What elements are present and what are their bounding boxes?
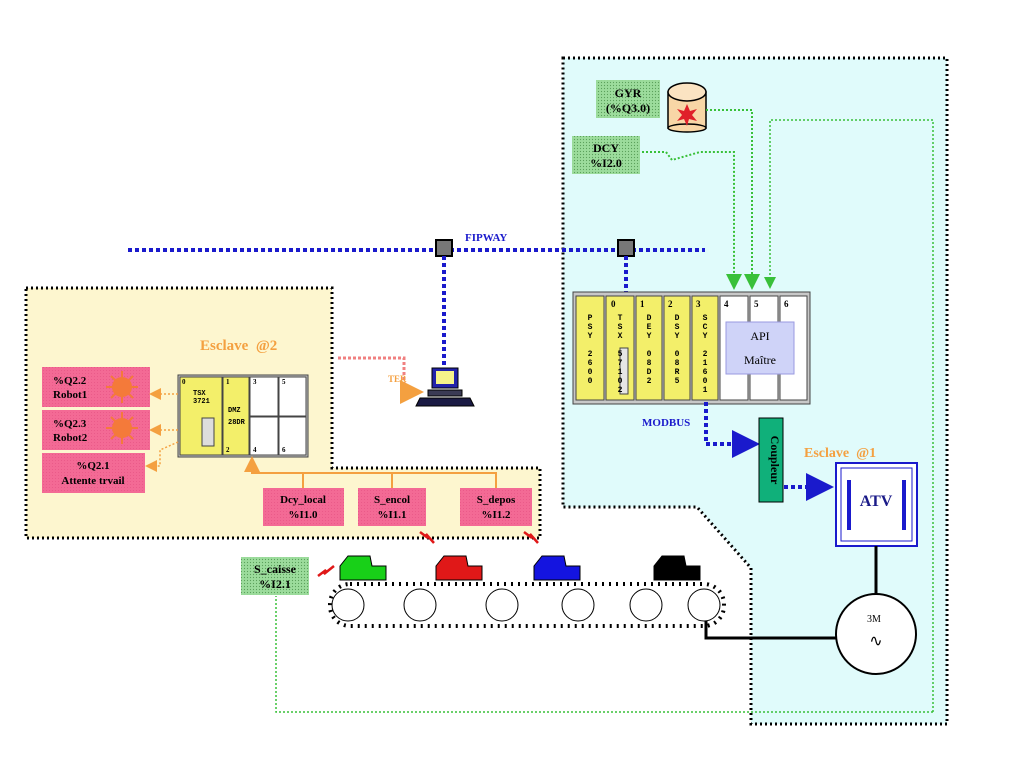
slot-number-3: 3: [696, 299, 701, 309]
s-caisse-line1: S_caisse: [254, 562, 297, 576]
master-plc-rack: [572, 291, 811, 405]
output-attente-line2: Attente trvail: [61, 475, 124, 487]
terminal-computer-icon: [415, 367, 475, 407]
sun-icon-robot1: [106, 371, 138, 403]
input-s-depos-line1: S_depos: [477, 494, 516, 506]
ter-label: TER: [388, 374, 407, 384]
output-robot2-line1: %Q2.3: [53, 418, 87, 430]
s2-slot-2: 2: [226, 446, 230, 454]
s2-slot-4: 4: [253, 446, 257, 454]
sensor-flash-icon: [523, 531, 539, 544]
motor-label: 3M: [867, 614, 881, 625]
output-robot2-line2: Robot2: [53, 432, 88, 444]
sun-icon-robot2: [106, 412, 138, 444]
slot-number-2: 2: [668, 299, 673, 309]
s2-slot-5: 5: [282, 378, 286, 386]
s2-tsx-line2: 3721: [193, 398, 210, 406]
dcy-label-box: [572, 136, 640, 174]
master-slot-numbers: 0 1 2 3 4 5 6: [611, 299, 789, 309]
slot-number-5: 5: [754, 299, 759, 309]
motor-shaft-link: [704, 614, 836, 640]
output-robot1-line1: %Q2.2: [53, 375, 87, 387]
input-s-encol: [358, 488, 426, 526]
atv-drive: [835, 462, 918, 547]
input-s-encol-line1: S_encol: [374, 494, 410, 506]
input-s-depos: [460, 488, 532, 526]
atv-label: ATV: [860, 493, 893, 510]
output-attente-line1: %Q2.1: [76, 460, 109, 472]
input-s-encol-line2: %I1.1: [377, 509, 406, 521]
gyr-label-line2: (%Q3.0): [606, 101, 650, 115]
ter-link: [338, 356, 424, 404]
sensor-flash-icon: [419, 531, 435, 544]
gyr-label-line1: GYR: [615, 86, 642, 100]
fipway-node-terminal: [435, 239, 453, 257]
s2-slot-1: 1: [226, 378, 230, 386]
slot-number-6: 6: [784, 299, 789, 309]
input-dcy-local: [263, 488, 344, 526]
input-s-depos-line2: %I1.2: [481, 509, 511, 521]
beacon-light-icon: [667, 82, 707, 133]
coupleur-label: Coupleur: [768, 436, 782, 485]
input-dcy-local-line2: %I1.0: [288, 509, 318, 521]
slave2-plc: [177, 374, 309, 458]
gyr-label-box: [596, 80, 660, 118]
conveyor-belt: [328, 582, 726, 628]
s2-slot-6: 6: [282, 446, 286, 454]
sensor-flash-icon: [317, 565, 335, 577]
fipway-label: FIPWAY: [465, 232, 507, 244]
dcy-label-line1: DCY: [593, 141, 619, 155]
box-green: [339, 555, 387, 581]
motor-symbol: ∿: [869, 631, 882, 650]
box-blue: [533, 555, 581, 581]
s2-tsx-line1: TSX: [193, 390, 206, 398]
slave2-title: Esclave @2: [200, 338, 277, 354]
s-caisse-label-box: [241, 557, 309, 595]
dcy-label-line2: %I2.0: [590, 156, 622, 170]
motor-icon: [835, 593, 917, 675]
s2-dmz-line2: 28DR: [228, 419, 246, 427]
slot-number-4: 4: [724, 299, 729, 309]
output-attente: [42, 453, 145, 493]
box-red: [435, 555, 483, 581]
coupleur-module: [758, 417, 784, 503]
fipway-node-master: [617, 239, 635, 257]
s2-slot-0: 0: [182, 378, 186, 386]
output-robot1-line2: Robot1: [53, 389, 87, 401]
slot-number-1: 1: [640, 299, 645, 309]
slave1-title: Esclave @1: [804, 446, 876, 461]
box-black: [653, 555, 701, 581]
api-label-line2: Maître: [744, 353, 776, 367]
input-dcy-local-line1: Dcy_local: [280, 494, 326, 506]
slot-number-0: 0: [611, 299, 616, 309]
s-caisse-line2: %I2.1: [259, 577, 291, 591]
s2-slot-3: 3: [253, 378, 257, 386]
output-robot2: [42, 410, 150, 450]
api-label-line1: API: [750, 329, 769, 343]
s2-dmz-line1: DMZ: [228, 407, 241, 415]
modbus-label: MODBUS: [642, 417, 690, 429]
